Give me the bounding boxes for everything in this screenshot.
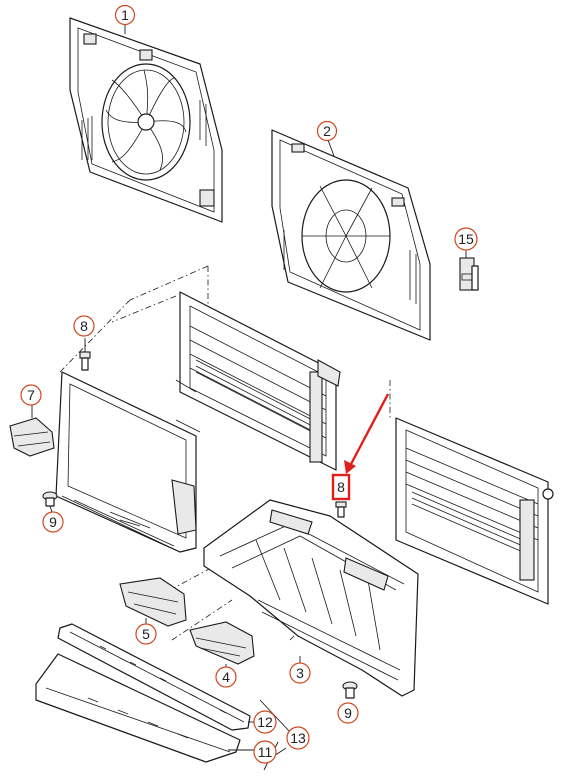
radiator-center <box>175 291 341 471</box>
callout-9-right: 9 <box>337 702 359 724</box>
callout-4: 4 <box>215 666 237 688</box>
callout-3-label: 3 <box>296 665 304 681</box>
air-guide-frame <box>55 371 197 553</box>
retaining-clip <box>459 250 479 291</box>
callout-8-highlighted: 8 <box>331 473 351 501</box>
callout-1-label: 1 <box>121 7 129 23</box>
callout-15: 15 <box>454 227 478 251</box>
bolt-9-right <box>342 681 358 699</box>
callout-4-label: 4 <box>222 669 230 685</box>
callout-5-label: 5 <box>142 626 150 642</box>
callout-8-highlighted-label: 8 <box>337 479 345 495</box>
callout-2: 2 <box>316 120 338 142</box>
callout-9-left: 9 <box>42 511 64 533</box>
callout-8-left-label: 8 <box>80 318 88 334</box>
callout-3: 3 <box>289 662 311 684</box>
callout-7: 7 <box>20 384 42 406</box>
air-guide-lower <box>203 499 419 697</box>
callouts: 1 2 15 8 7 9 8 5 <box>20 4 478 764</box>
callout-13-label: 13 <box>290 730 306 746</box>
air-guide-left <box>9 404 55 457</box>
bracket-4 <box>189 621 255 668</box>
bolt-8-right <box>335 501 347 518</box>
callout-5: 5 <box>135 623 157 645</box>
radiator-fins-right <box>405 447 539 557</box>
radiator-right <box>395 417 554 605</box>
callout-1: 1 <box>114 4 136 26</box>
pointer-arrow <box>344 393 390 474</box>
fan-shroud-assembly <box>69 17 223 223</box>
callout-13: 13 <box>286 726 310 750</box>
fan-shroud-frame <box>271 129 431 341</box>
callout-2-label: 2 <box>323 123 331 139</box>
underbody-panel-11 <box>35 653 241 763</box>
bolt-8-left <box>79 338 91 371</box>
callout-7-label: 7 <box>27 387 35 403</box>
air-guide-ribs <box>255 539 381 651</box>
bracket-5 <box>119 577 187 627</box>
callout-15-label: 15 <box>458 231 474 247</box>
callout-11: 11 <box>253 740 277 764</box>
callout-12-label: 12 <box>257 714 273 730</box>
assembly-lines <box>39 265 391 691</box>
callout-12: 12 <box>253 710 277 734</box>
radiator-fins-center <box>189 325 327 439</box>
bolt-9-left <box>42 491 58 513</box>
callout-9-right-label: 9 <box>344 705 352 721</box>
callout-9-left-label: 9 <box>49 514 57 530</box>
callout-11-label: 11 <box>258 744 273 760</box>
callout-8-left: 8 <box>73 315 95 337</box>
trim-strip-12 <box>57 623 251 731</box>
shroud-spokes <box>302 185 390 289</box>
